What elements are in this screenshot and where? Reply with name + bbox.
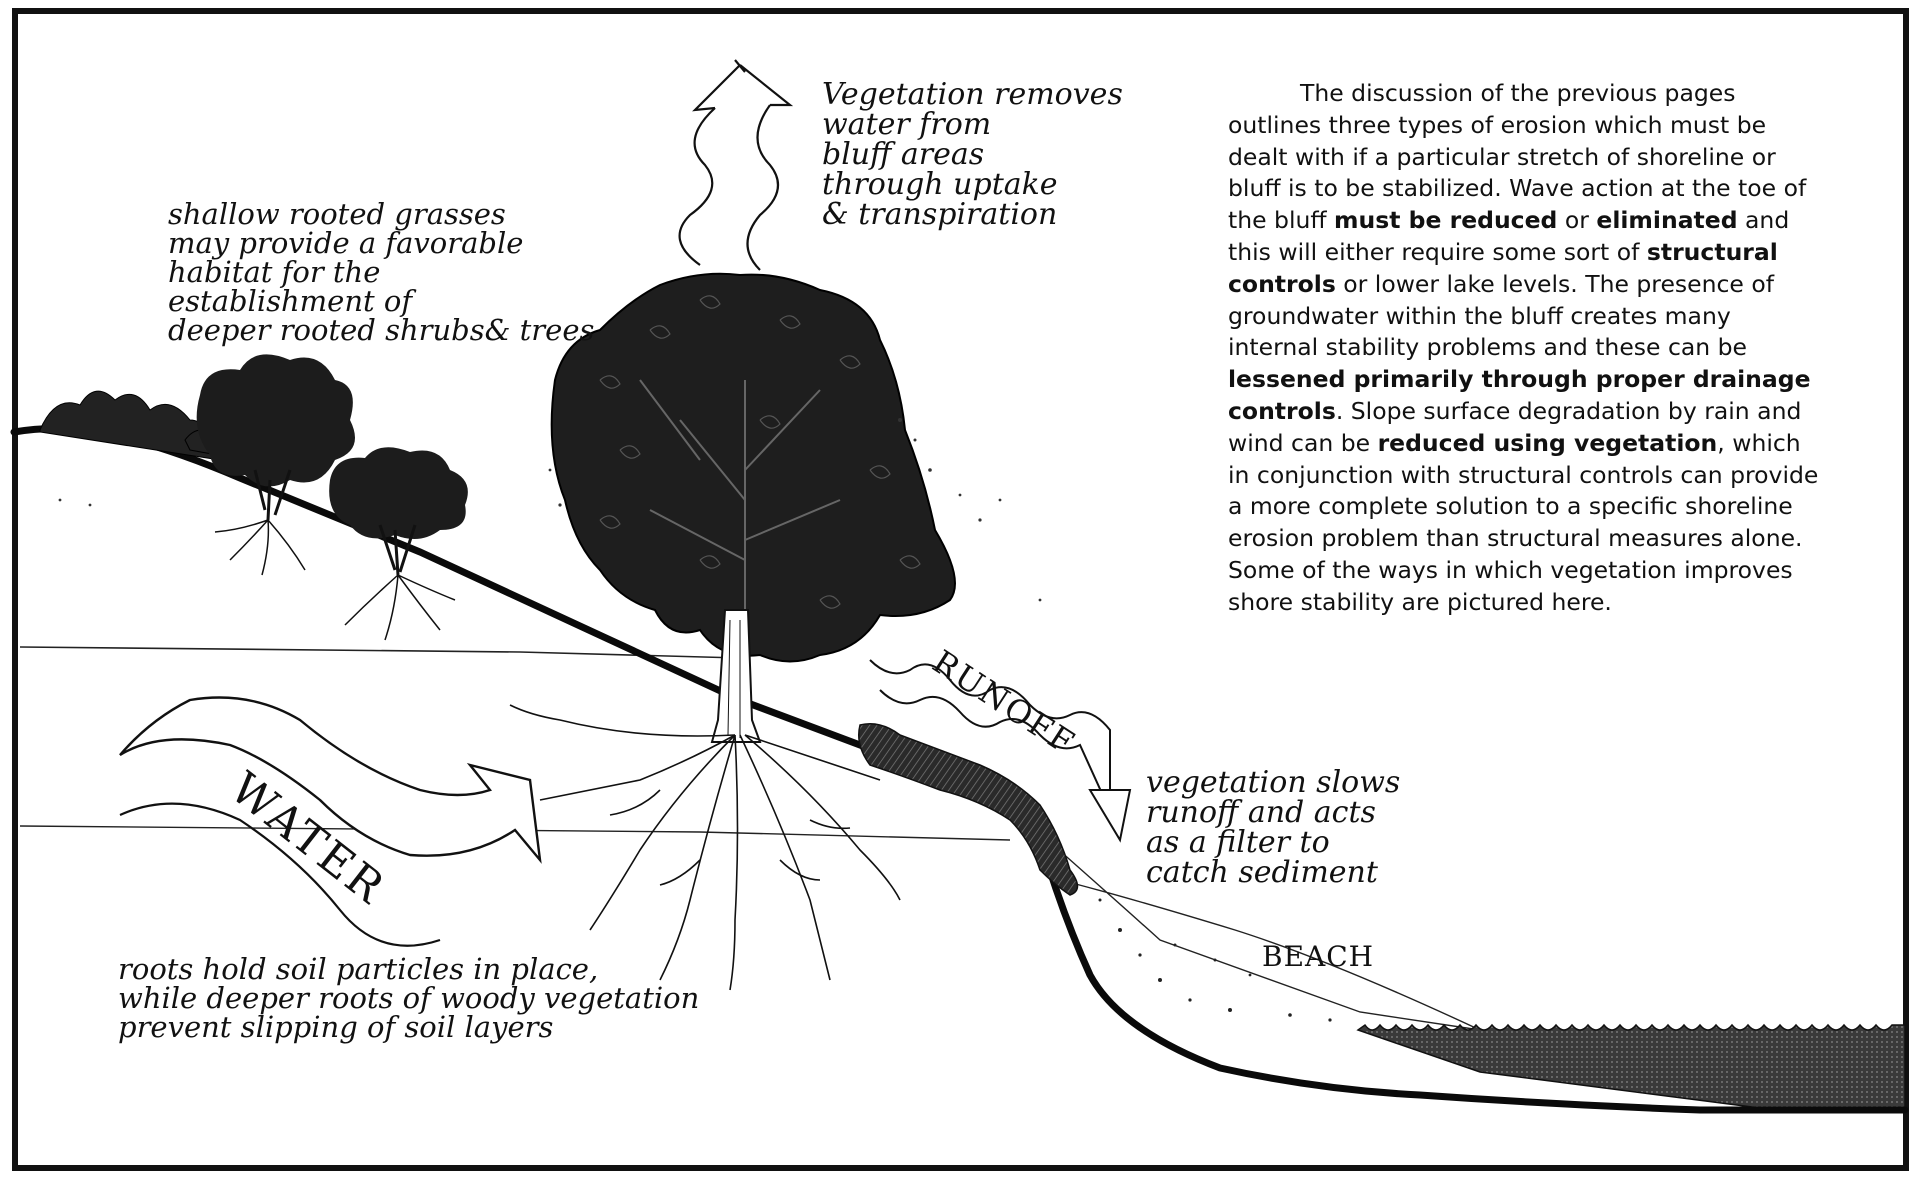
label-vegetation-slows-runoff: vegetation slows runoff and acts as a fi… [1146,768,1400,888]
tree-roots [510,705,900,990]
explanatory-paragraph: The discussion of the previous pages out… [1228,78,1828,619]
shrub-left [197,354,355,575]
transpiration-arrow [680,60,790,270]
tree-canopy [552,274,955,662]
label-roots-hold-soil: roots hold soil particles in place, whil… [118,955,699,1042]
label-beach: BEACH [1262,942,1374,971]
label-shallow-rooted-grasses: shallow rooted grasses may provide a fav… [168,200,594,345]
label-vegetation-removes-water: Vegetation removes water from bluff area… [822,80,1123,230]
